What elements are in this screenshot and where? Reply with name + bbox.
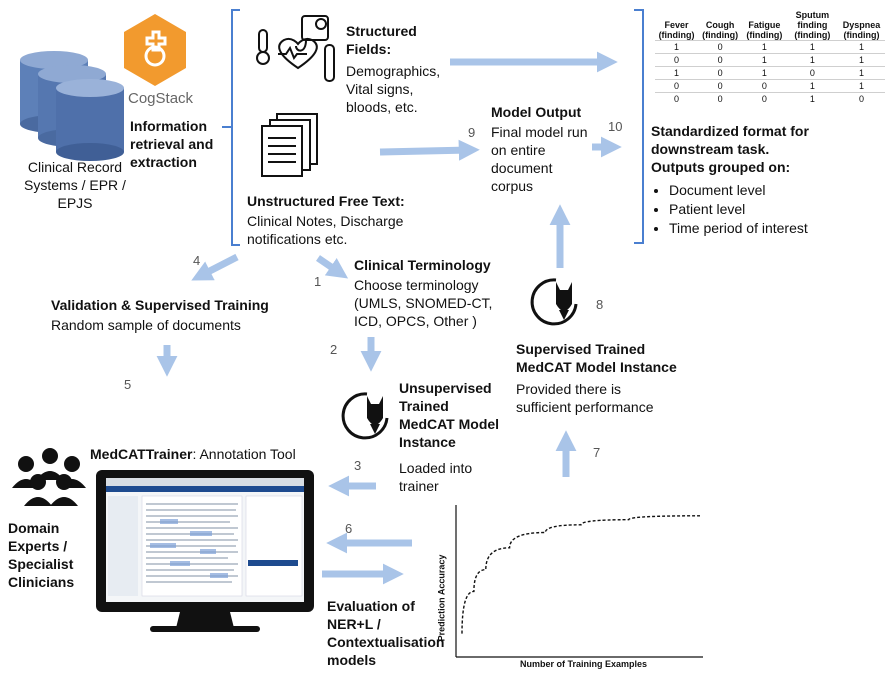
chart-y-label: Prediction Accuracy [436,554,447,642]
clinical-systems-label: Clinical Record Systems / EPR / EPJS [24,159,126,211]
standardized-bullets: Document levelPatient levelTime period o… [651,181,819,238]
annotation-highlights [150,519,228,578]
trainer-title-bold: MedCATTrainer [90,446,193,462]
table-column-header: Dyspnea (finding) [842,20,881,40]
structured-body: Demographics, Vital signs, bloods, etc. [346,63,441,115]
validation-body: Random sample of documents [51,317,241,333]
arrow-1 [316,255,349,279]
step-number-4: 4 [193,253,201,268]
table-cell: 1 [838,66,885,80]
trainer-title-rest: : Annotation Tool [192,446,296,462]
model-output-body: Final model run on entire document corpu… [491,124,588,194]
medcat-unsupervised-icon [341,392,389,440]
table-cell: 0 [698,92,743,105]
table-cell: 0 [742,79,787,93]
table-cell: 1 [786,53,838,67]
table-cell: 1 [838,79,885,93]
medcat-supervised-icon [530,278,578,326]
learning-curve-series [461,515,701,634]
terminology-title: Clinical Terminology [354,257,491,273]
evaluation-label: Evaluation of NER+L / Contextualisation … [327,598,445,668]
table-cell: 0 [655,92,699,105]
table-cell: 1 [742,53,787,67]
right-bracket [634,9,644,244]
flow-arrows [156,51,622,585]
table-cell: 0 [742,92,787,105]
experts-group-icon [12,448,86,506]
unsupervised-title: Unsupervised Trained MedCAT Model Instan… [399,380,500,450]
annotation-text-lines [146,503,238,583]
table-cell: 0 [838,92,885,105]
vital-signs-icon [256,15,335,82]
step-number-2: 2 [330,342,338,357]
table-cell: 0 [698,53,743,67]
standardized-bullet: Patient level [669,200,819,219]
validation-title: Validation & Supervised Training [51,297,269,313]
table-column-header: Fever (finding) [658,20,695,40]
table-cell: 0 [655,53,699,67]
step-number-6: 6 [345,521,353,536]
table-column-header: Fatigue (finding) [746,20,783,40]
step-number-7: 7 [593,445,601,460]
model-output-title: Model Output [491,104,582,120]
table-cell: 1 [742,66,787,80]
terminology-body: Choose terminology (UMLS, SNOMED-CT, ICD… [354,277,493,329]
arrow-9 [379,139,480,161]
unstructured-title: Unstructured Free Text: [247,193,405,209]
table-cell: 1 [655,40,699,54]
table-cell: 0 [698,79,743,93]
standardized-bullet: Document level [669,181,819,200]
table-cell: 0 [698,40,743,54]
database-icon [20,51,124,161]
cogstack-caption: Information retrieval and extraction [130,118,214,170]
step-number-5: 5 [124,377,132,392]
trainer-title: MedCATTrainer: Annotation Tool [90,445,296,463]
chart-x-label: Number of Training Examples [520,659,648,669]
cogstack-wordmark: CogStack [128,90,194,107]
table-cell: 1 [838,53,885,67]
structured-title: Structured Fields: [346,23,417,57]
table-cell: 1 [655,66,699,80]
supervised-body: Provided there is sufficient performance [516,381,654,415]
supervised-title: Supervised Trained MedCAT Model Instance [516,341,677,375]
table-cell: 1 [786,40,838,54]
step-number-3: 3 [354,458,362,473]
experts-label: Domain Experts / Specialist Clinicians [8,520,75,590]
standardized-bullet: Time period of interest [669,219,819,238]
table-column-header: Sputum finding (finding) [794,10,831,40]
step-number-10: 10 [608,119,623,134]
table-cell: 1 [786,92,838,105]
learning-curve-chart [455,505,703,658]
table-cell: 0 [655,79,699,93]
table-cell: 1 [838,40,885,54]
unstructured-body: Clinical Notes, Discharge notifications … [247,213,404,247]
table-column-header: Cough (finding) [702,20,739,40]
standardized-title: Standardized format for downstream task.… [651,123,809,175]
document-stack-icon [261,113,318,177]
table-cell: 0 [698,66,743,80]
arrow-4 [191,253,239,281]
cogstack-logo-icon [124,14,186,86]
table-cell: 0 [786,66,838,80]
output-table: Fever (finding) Cough (finding) Fatigue (f… [655,10,885,105]
unsupervised-body: Loaded into trainer [399,460,473,494]
step-number-1: 1 [314,274,322,289]
table-cell: 1 [742,40,787,54]
step-number-9: 9 [468,125,476,140]
step-number-8: 8 [596,297,604,312]
table-cell: 1 [786,79,838,93]
left-bracket [231,9,240,246]
